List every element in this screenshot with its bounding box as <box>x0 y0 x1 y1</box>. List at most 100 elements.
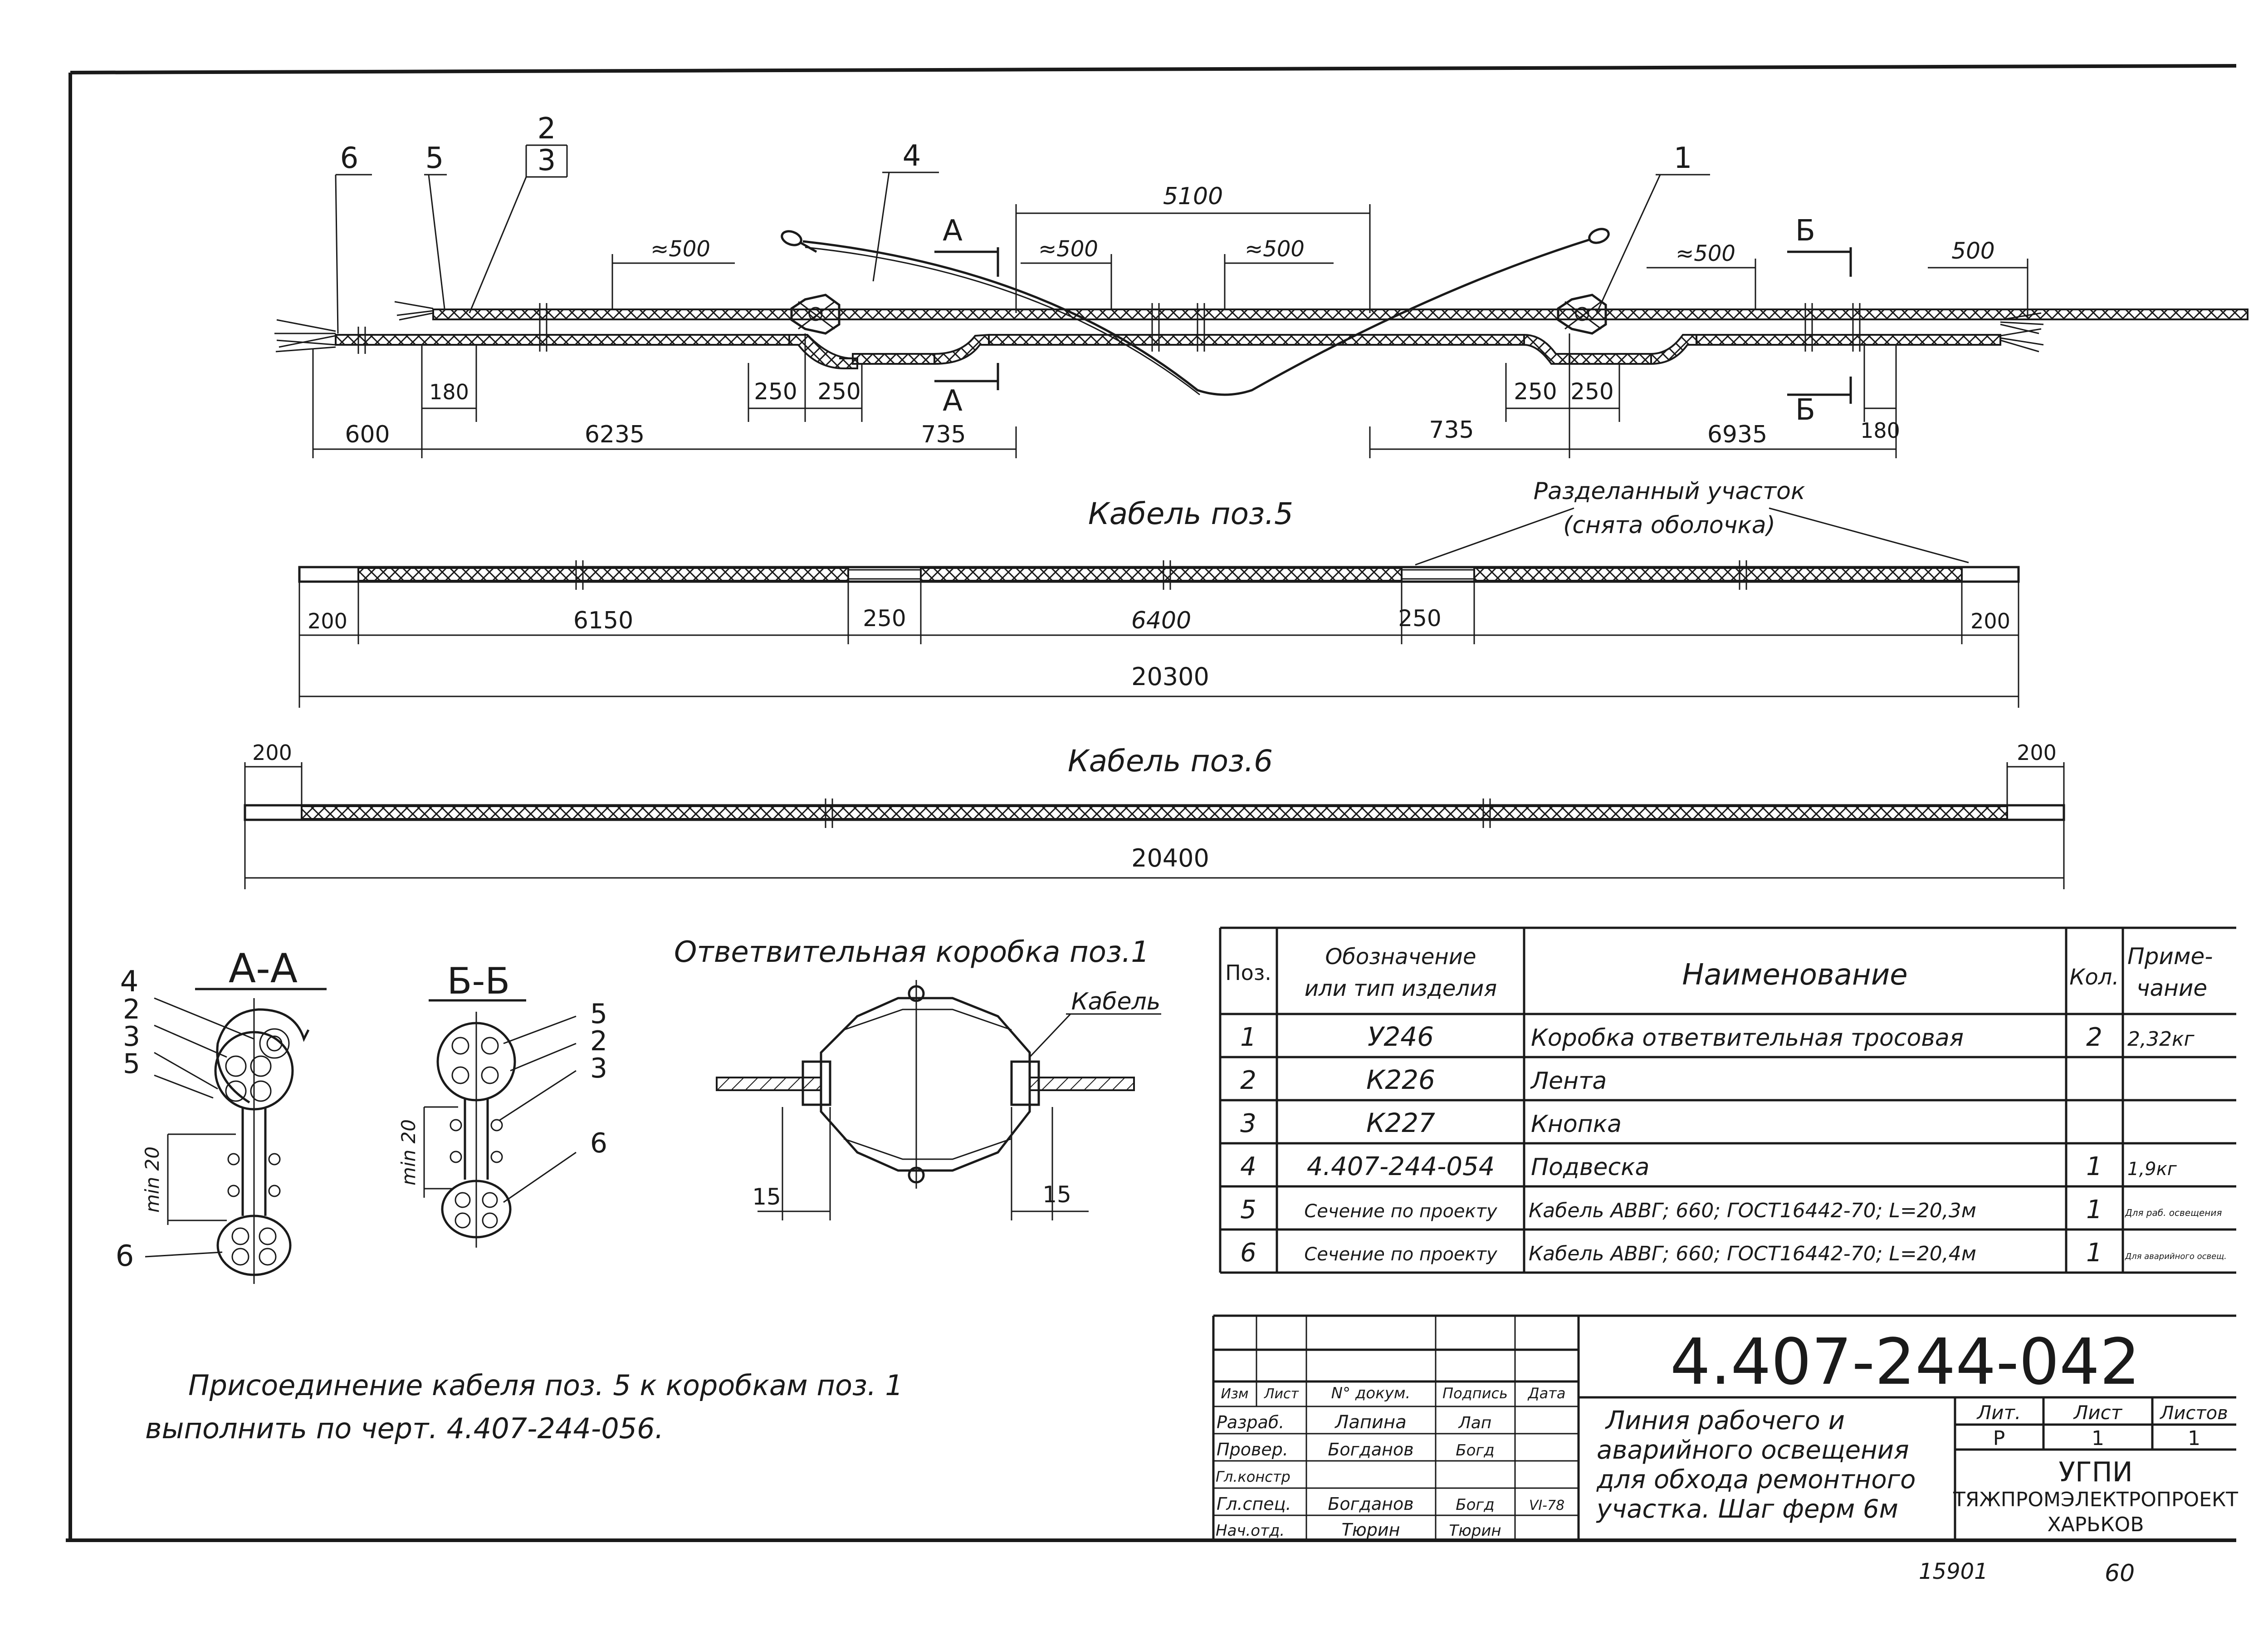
tb-signature: Тюрин <box>1449 1522 1501 1540</box>
spec-row-6: 6 Сечение по проекту Кабель АВВГ; 660; Г… <box>1240 1238 2227 1268</box>
sheet-frame <box>66 64 2237 1542</box>
tb-signature: Богд <box>1456 1441 1495 1460</box>
tb-org-3: ХАРЬКОВ <box>2047 1513 2144 1536</box>
spec-row-5: 5 Сечение по проекту Кабель АВВГ; 660; Г… <box>1240 1195 2222 1225</box>
callout-4: 4 <box>903 139 921 173</box>
spec-cell-code: У246 <box>1368 1021 1434 1052</box>
tb-date: VI-78 <box>1529 1498 1564 1514</box>
tb-description-3: для обхода ремонтного <box>1596 1465 1916 1494</box>
section-b-b-title: Б-Б <box>447 960 510 1002</box>
junction-box-cable-label: Кабель <box>1071 988 1161 1015</box>
line-assembly-top: 6 5 2 3 4 1 А А Б Б <box>274 112 2248 458</box>
bb-callout-6: 6 <box>590 1127 607 1159</box>
cable-6-total: 20400 <box>1131 844 1209 872</box>
spec-cell-code: К227 <box>1366 1107 1435 1138</box>
tb-role: Гл.спец. <box>1217 1494 1291 1514</box>
spec-cell-qty: 1 <box>2086 1238 2102 1268</box>
dim-500-a: ≈500 <box>650 236 710 262</box>
tb-sheets-value: 1 <box>2188 1427 2200 1450</box>
spec-cell-qty: 1 <box>2086 1195 2102 1225</box>
suspension-rope <box>781 228 1610 396</box>
tb-role: Гл.констр <box>1216 1468 1290 1485</box>
cable-5-dim-200-a: 200 <box>308 609 347 633</box>
aa-callout-5: 5 <box>123 1048 140 1080</box>
tb-org-2: ТЯЖПРОМЭЛЕКТРОПРОЕКТ <box>1953 1488 2238 1511</box>
dim-250-d: 250 <box>1570 378 1613 405</box>
dim-250-c: 250 <box>1514 378 1557 405</box>
cable-5-top <box>432 309 2248 320</box>
spec-header-note-2: чание <box>2136 975 2207 1001</box>
tb-col-doc: N° докум. <box>1331 1384 1411 1402</box>
cable-5-drawing: Кабель поз.5 Разделанный участок (снята … <box>298 478 2020 708</box>
tb-signature: Лап <box>1458 1414 1492 1432</box>
tb-role: Разраб. <box>1217 1412 1284 1432</box>
cable-5-dim-6150: 6150 <box>573 607 633 634</box>
junction-box-dim-15-b: 15 <box>1042 1181 1071 1208</box>
junction-box-dim-15-a: 15 <box>752 1184 781 1210</box>
tb-role: Нач.отд. <box>1216 1522 1285 1540</box>
dim-250-a: 250 <box>754 378 797 405</box>
section-mark-a-top: А <box>943 214 963 248</box>
junction-box-right <box>1557 294 1607 335</box>
dim-500-d: ≈500 <box>1676 241 1735 266</box>
dim-500-b: ≈500 <box>1038 236 1098 262</box>
spec-cell-name: Кабель АВВГ; 660; ГОСТ16442-70; L=20,3м <box>1529 1199 1976 1222</box>
spec-header-code-1: Обозначение <box>1325 944 1476 970</box>
spec-row-4: 4 4.407-244-054 Подвеска 1 1,9кг <box>1240 1152 2177 1181</box>
spec-cell-name: Лента <box>1530 1068 1607 1095</box>
dim-500-e: 500 <box>1951 238 1994 264</box>
tb-row-checker: Провер. Богданов Богд <box>1217 1440 1495 1460</box>
callout-3: 3 <box>538 144 556 177</box>
junction-box-title: Ответвительная коробка поз.1 <box>674 936 1149 969</box>
cable-6-left <box>335 334 790 346</box>
section-a-a: А-А 4 2 3 5 6 min 20 <box>116 945 327 1284</box>
spec-cell-name: Кнопка <box>1531 1111 1622 1138</box>
spec-cell-qty: 2 <box>2086 1023 2102 1052</box>
junction-box-detail: Ответвительная коробка поз.1 Кабель 15 1… <box>674 936 1161 1220</box>
cable-6-right <box>1696 334 2001 346</box>
spec-cell-pos: 6 <box>1240 1238 1256 1268</box>
tb-description-4: участка. Шаг ферм 6м <box>1596 1494 1898 1524</box>
stripped-section-note-2: (снята оболочка) <box>1563 512 1775 539</box>
tb-sheet-value: 1 <box>2092 1427 2104 1450</box>
footer-page-number: 60 <box>2105 1560 2135 1587</box>
spec-header-name: Наименование <box>1682 958 1907 992</box>
tb-row-chief-designer: Гл.констр <box>1216 1468 1290 1485</box>
section-mark-b-bottom: Б <box>1795 393 1815 427</box>
dim-500-c: ≈500 <box>1245 236 1305 262</box>
aa-dim-min20: min 20 <box>141 1146 163 1213</box>
cable-5-dim-250-b: 250 <box>1398 605 1441 632</box>
tb-row-dept-head: Нач.отд. Тюрин Тюрин <box>1216 1520 1501 1540</box>
cable-6-dim-200-a: 200 <box>252 740 292 765</box>
section-a-a-title: А-А <box>229 945 298 992</box>
spec-cell-note: 2,32кг <box>2127 1028 2195 1051</box>
spec-header-pos: Поз. <box>1225 960 1271 985</box>
tb-name: Богданов <box>1328 1494 1413 1514</box>
cable-5-dim-200-b: 200 <box>1970 609 2010 633</box>
spec-cell-name: Коробка ответвительная тросовая <box>1531 1024 1964 1052</box>
cable-5-dim-250-a: 250 <box>863 605 906 632</box>
tb-row-developer: Разраб. Лапина Лап <box>1217 1412 1491 1433</box>
callout-5: 5 <box>425 142 444 175</box>
spec-row-3: 3 К227 Кнопка <box>1240 1107 1622 1138</box>
tb-name: Богданов <box>1328 1440 1413 1460</box>
aa-callout-3: 3 <box>123 1021 140 1053</box>
junction-box-left <box>790 294 841 335</box>
spec-cell-pos: 3 <box>1240 1109 1256 1138</box>
tb-sheet-header: Лист <box>2073 1401 2123 1424</box>
tb-name: Лапина <box>1334 1412 1406 1433</box>
spec-header-note-1: Приме- <box>2127 943 2213 970</box>
dim-250-b: 250 <box>817 378 860 405</box>
spec-table: Поз. Обозначение или тип изделия Наимено… <box>1219 926 2236 1274</box>
tb-name: Тюрин <box>1342 1520 1400 1540</box>
spec-cell-pos: 2 <box>1240 1066 1256 1095</box>
spec-row-2: 2 К226 Лента <box>1240 1064 1607 1095</box>
cable-6-drawing: Кабель поз.6 200 200 20400 <box>244 740 2065 889</box>
note-line-2: выполнить по черт. 4.407-244-056. <box>145 1412 664 1445</box>
spec-cell-code: Сечение по проекту <box>1304 1244 1498 1265</box>
bb-callout-5: 5 <box>590 998 607 1030</box>
spec-cell-code: К226 <box>1366 1064 1435 1095</box>
spec-header-code-2: или тип изделия <box>1305 976 1497 1001</box>
spec-row-1: 1 У246 Коробка ответвительная тросовая 2… <box>1240 1021 2195 1052</box>
note-line-1: Присоединение кабеля поз. 5 к коробкам п… <box>188 1369 903 1402</box>
